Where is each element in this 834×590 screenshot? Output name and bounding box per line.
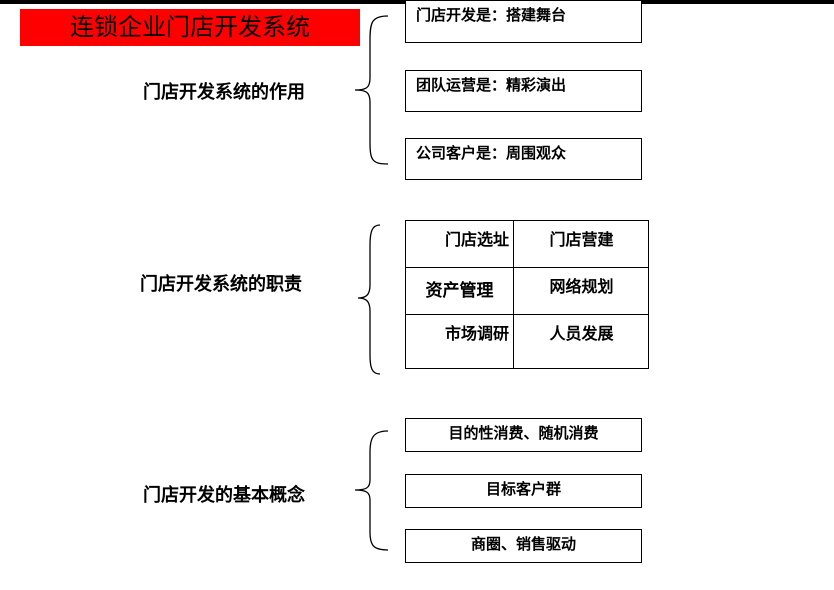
section-label-role: 门店开发系统的作用 xyxy=(143,82,305,103)
duty-cell: 门店营建 xyxy=(514,221,649,268)
section-label-duty: 门店开发系统的职责 xyxy=(140,274,302,295)
duty-grid: 门店选址 门店营建 资产管理 网络规划 市场调研 人员发展 xyxy=(405,220,649,369)
section-label-concept: 门店开发的基本概念 xyxy=(143,485,305,506)
duty-cell: 网络规划 xyxy=(514,268,649,315)
page-title: 连锁企业门店开发系统 xyxy=(20,9,360,46)
concept-box-tradearea: 商圈、销售驱动 xyxy=(405,529,642,563)
concept-box-target: 目标客户群 xyxy=(405,474,642,508)
brace-3 xyxy=(354,430,389,551)
role-box-stage: 门店开发是：搭建舞台 xyxy=(405,0,642,43)
role-box-customer: 公司客户是：周围观众 xyxy=(405,138,642,180)
duty-cell: 门店选址 xyxy=(406,221,514,268)
duty-cell: 资产管理 xyxy=(406,268,514,315)
brace-2 xyxy=(357,224,381,375)
duty-cell: 市场调研 xyxy=(406,315,514,368)
brace-1 xyxy=(354,15,389,165)
concept-box-consumption: 目的性消费、随机消费 xyxy=(405,418,642,452)
role-box-team: 团队运营是：精彩演出 xyxy=(405,70,642,112)
duty-cell: 人员发展 xyxy=(549,324,614,343)
